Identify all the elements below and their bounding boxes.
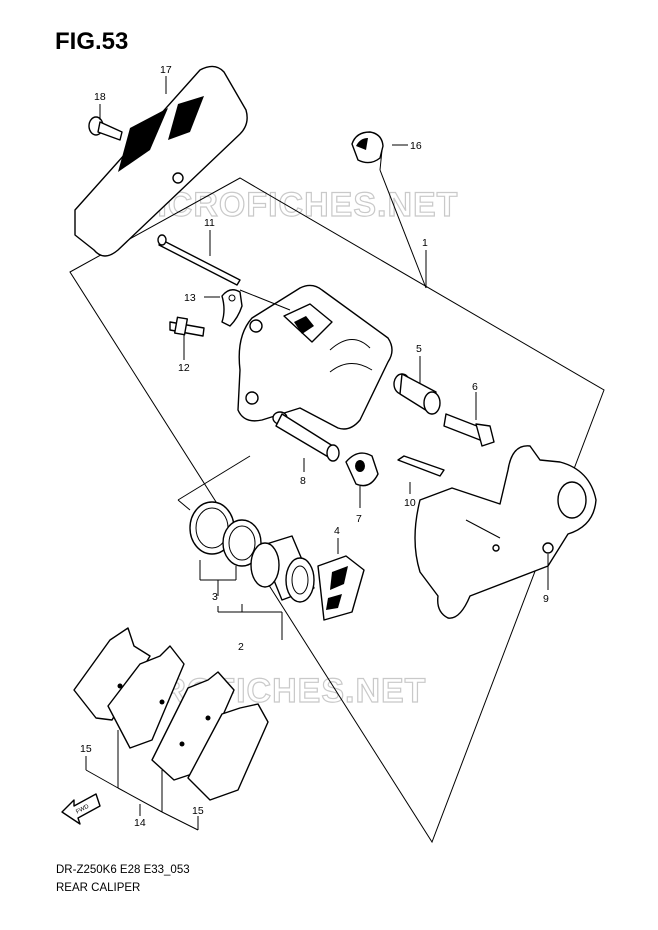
part-10-spring xyxy=(397,455,445,477)
part-12-bleeder-valve xyxy=(169,316,205,337)
figure-code: DR-Z250K6 E28 E33_053 xyxy=(56,864,190,876)
watermark-top: MICROFICHES.NET xyxy=(128,186,458,224)
callout-14: 14 xyxy=(134,817,146,829)
callout-15-right: 15 xyxy=(192,805,204,817)
callout-18: 18 xyxy=(94,91,106,103)
callout-3: 3 xyxy=(212,591,218,603)
callout-12: 12 xyxy=(178,362,190,374)
part-14-15-brake-pads xyxy=(73,627,269,801)
part-7-boot xyxy=(345,452,379,487)
callout-13: 13 xyxy=(184,292,196,304)
fwd-arrow: FWD xyxy=(61,793,101,825)
callout-2: 2 xyxy=(238,641,244,653)
part-2-piston xyxy=(250,535,315,603)
part-1-caliper-body xyxy=(237,284,393,430)
callout-10: 10 xyxy=(404,497,416,509)
callout-6: 6 xyxy=(472,381,478,393)
leader-lines xyxy=(85,76,549,831)
callout-4: 4 xyxy=(334,525,340,537)
figure-name: REAR CALIPER xyxy=(56,882,141,894)
callout-9: 9 xyxy=(543,593,549,605)
callout-8: 8 xyxy=(300,475,306,487)
callout-17: 17 xyxy=(160,64,172,76)
part-16-cap xyxy=(351,131,384,164)
callout-11: 11 xyxy=(204,217,215,229)
part-5-sleeve xyxy=(393,373,441,415)
figure-title: FIG.53 xyxy=(55,28,129,55)
part-9-bracket xyxy=(414,445,597,619)
callout-5: 5 xyxy=(416,343,422,355)
part-6-bolt xyxy=(443,413,495,447)
part-13-clip xyxy=(221,289,243,327)
part-8-pin-bolt xyxy=(272,411,340,462)
callout-16: 16 xyxy=(410,140,422,152)
callout-7: 7 xyxy=(356,513,362,525)
part-18-bolt xyxy=(88,116,123,141)
assembly-boundary xyxy=(69,177,605,844)
callout-15-left: 15 xyxy=(80,743,92,755)
part-3-seals xyxy=(189,501,262,567)
part-4-pad-spring xyxy=(317,555,365,621)
callout-1: 1 xyxy=(422,237,428,249)
part-11-pin xyxy=(157,234,241,286)
part-17-bracket xyxy=(74,65,248,257)
